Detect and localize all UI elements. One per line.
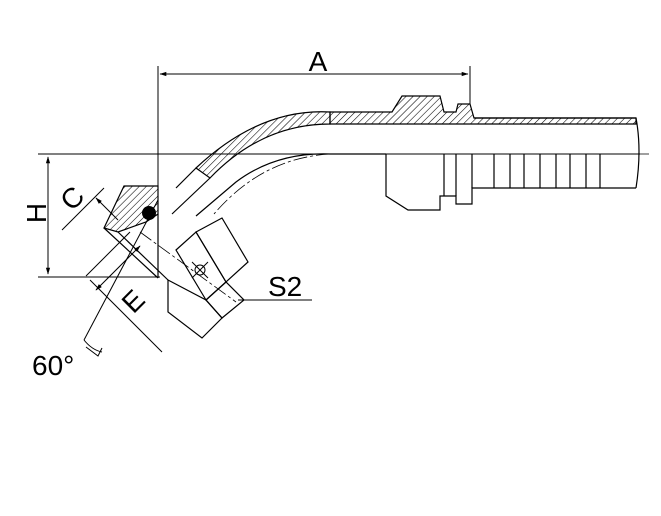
dimension-h-label: H	[21, 203, 52, 223]
swivel-nut	[103, 185, 249, 339]
dimension-e-label: E	[116, 284, 151, 319]
s2-label: S2	[268, 271, 302, 302]
angle-60-dimension	[83, 199, 159, 357]
dimension-e	[85, 231, 163, 353]
angle-label: 60°	[32, 350, 74, 381]
dimension-c-label: C	[54, 180, 90, 216]
bent-body	[171, 111, 386, 217]
dimension-a-label: A	[309, 46, 328, 77]
hose-tail	[290, 95, 650, 211]
